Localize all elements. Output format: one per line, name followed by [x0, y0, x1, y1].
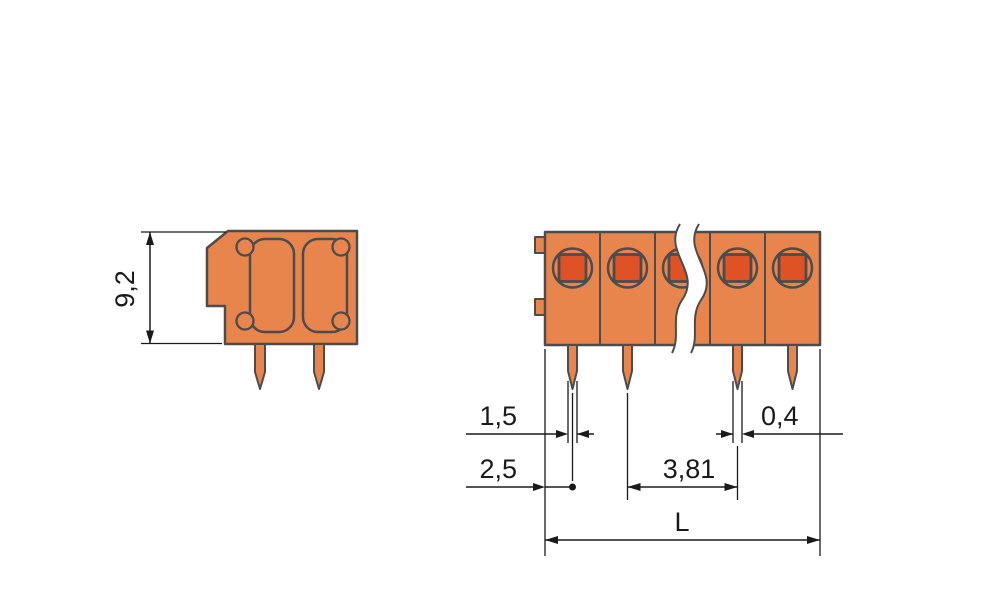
terminal-position-1	[551, 247, 594, 289]
solder-pin-front-1	[567, 344, 578, 390]
dimension-edge-to-pin: 2,5	[466, 349, 576, 556]
overall-length-label: L	[674, 507, 689, 537]
solder-pin-front-3	[732, 344, 743, 390]
break-curve-right	[690, 223, 708, 354]
dimension-pitch: 3,81	[626, 393, 739, 500]
dimension-overall-length: L	[545, 349, 821, 556]
pin-width-left-label: 1,5	[479, 401, 517, 431]
rivet-circle	[235, 311, 255, 331]
rivet-circle	[331, 311, 351, 331]
rivet-circle	[235, 237, 255, 257]
arrow-right-icon	[807, 536, 820, 544]
dimension-pin-width-right: 0,4	[716, 381, 843, 443]
side-height-label: 9,2	[110, 270, 140, 308]
clamp-slot-left	[248, 237, 296, 334]
terminal-position-2	[606, 247, 649, 289]
break-curve-left	[671, 223, 689, 354]
arrow-left-icon	[577, 430, 589, 438]
terminal-position-5	[771, 247, 814, 289]
arrow-right-icon	[533, 483, 545, 491]
arrow-right-icon	[721, 430, 733, 438]
arrow-left-icon	[627, 483, 641, 491]
solder-pin-side-left	[254, 343, 266, 390]
pitch-label: 3,81	[663, 454, 716, 484]
center-point-dot	[569, 483, 576, 491]
edge-to-pin-label: 2,5	[479, 454, 517, 484]
break-line	[671, 223, 708, 354]
arrow-up-icon	[146, 232, 154, 245]
solder-pin-front-2	[622, 344, 633, 390]
clamp-slot-right	[301, 237, 349, 334]
arrow-left-icon	[545, 536, 558, 544]
wire-opening	[557, 253, 588, 283]
wire-opening	[722, 253, 753, 283]
arrow-down-icon	[146, 330, 154, 344]
side-height-dimension: 9,2	[110, 231, 226, 345]
arrow-right-icon	[724, 483, 738, 491]
terminal-position-4	[716, 247, 759, 289]
front-view	[534, 223, 822, 390]
arrow-right-icon	[556, 430, 568, 438]
solder-pin-side-right	[313, 343, 325, 390]
pin-width-right-label: 0,4	[761, 401, 799, 431]
rivet-circle	[331, 237, 351, 257]
dimension-pin-width-left: 1,5	[466, 381, 594, 443]
side-view	[205, 229, 359, 390]
wire-opening	[612, 253, 643, 283]
wire-opening	[777, 253, 808, 283]
arrow-left-icon	[742, 430, 754, 438]
solder-pin-front-4	[787, 344, 798, 390]
front-dimensions: 1,5 0,4 2,5	[466, 349, 843, 556]
